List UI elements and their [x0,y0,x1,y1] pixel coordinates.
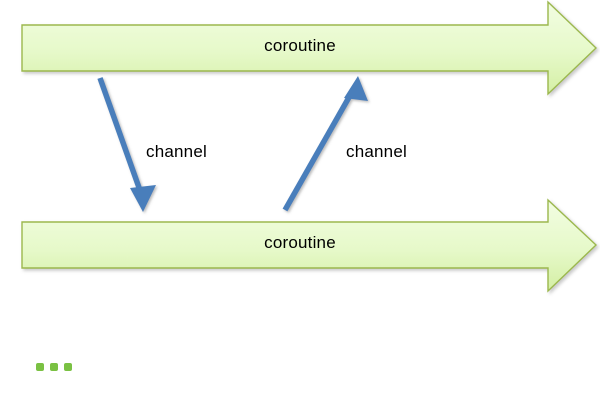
ellipsis-dot-1 [36,363,44,371]
coroutine-label-1: coroutine [264,36,336,55]
coroutine-arrow-shape-2 [21,198,598,293]
coroutine-arrow-shape-1 [21,0,598,96]
channel-arrow-up-line [282,90,355,212]
ellipsis-dot-2 [50,363,58,371]
ellipsis-dot-3 [64,363,72,371]
channel-label-left: channel [146,142,207,161]
coroutine-block-arrow-1[interactable]: coroutine [0,0,600,105]
coroutine-label-2: coroutine [264,233,336,252]
channel-label-right: channel [346,142,407,161]
coroutine-block-arrow-2[interactable]: coroutine [0,198,600,303]
continuation-ellipsis [36,363,72,371]
